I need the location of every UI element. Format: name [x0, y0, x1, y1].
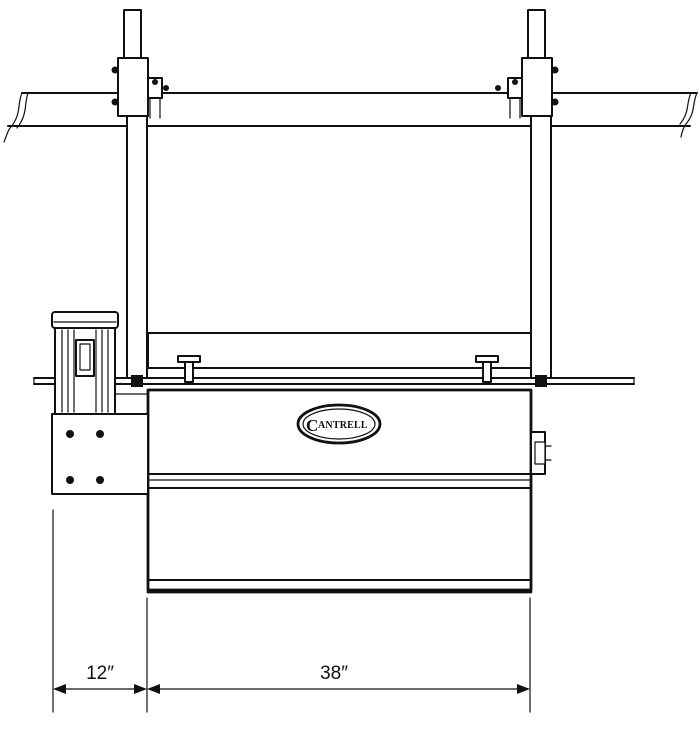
housing-top-panel	[147, 332, 532, 369]
left-hanger-post	[111, 9, 169, 379]
gearbox-plate	[51, 393, 149, 495]
drive-shaft	[33, 375, 635, 387]
dimension-38in: 38″	[147, 663, 530, 694]
right-t-handle	[475, 355, 499, 383]
dimension-extension-lines	[52, 509, 531, 713]
logo-initial: C	[306, 416, 318, 435]
dimension-label-12in: 12″	[86, 663, 114, 684]
overhead-beam	[3, 92, 698, 143]
side-knob	[530, 431, 552, 475]
motor	[51, 311, 119, 415]
right-hanger-post	[495, 9, 559, 379]
dimension-12in: 12″	[53, 663, 147, 694]
dimension-label-38in: 38″	[320, 663, 348, 684]
left-t-handle	[177, 355, 201, 383]
brand-logo: C ANTRELL	[296, 403, 382, 445]
logo-text: ANTRELL	[318, 420, 368, 431]
